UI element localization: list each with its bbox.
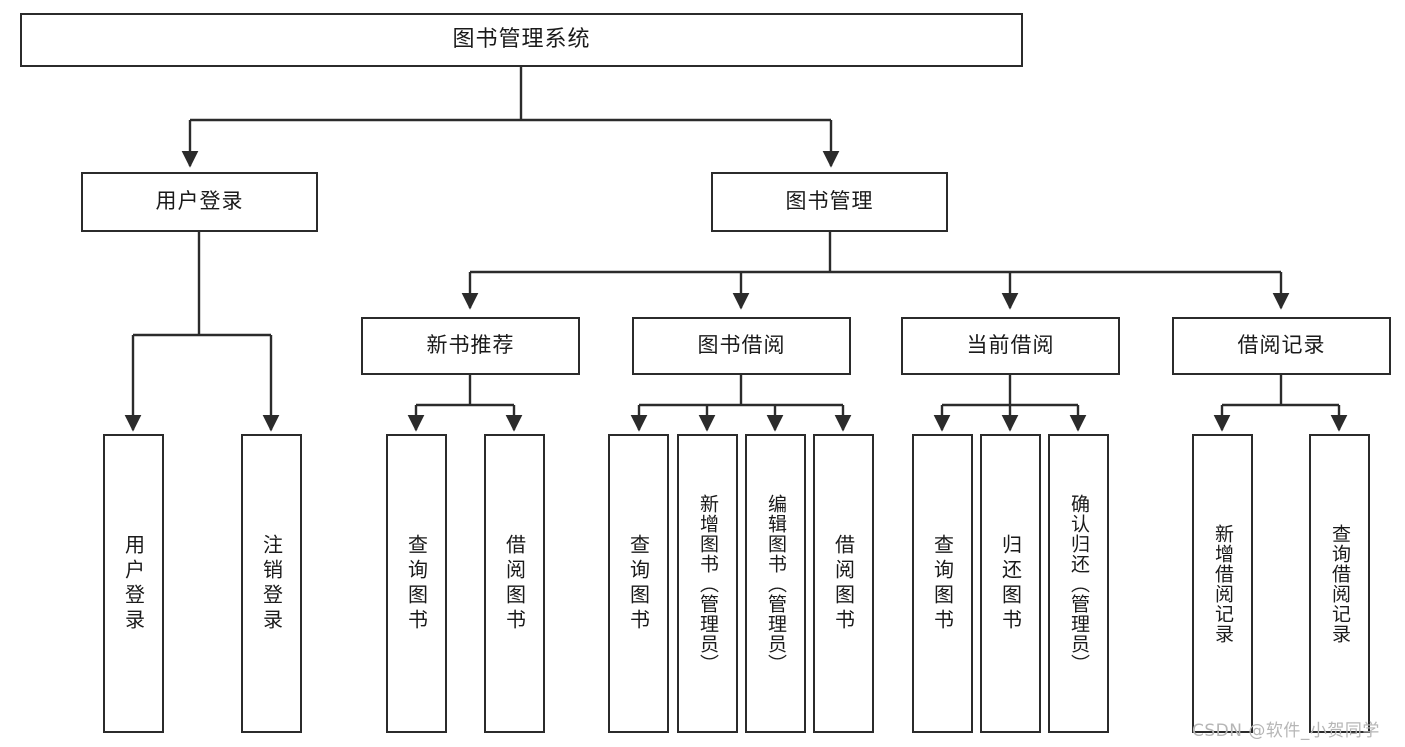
node-label: 用户登录 xyxy=(155,189,244,214)
leaf-book-borrow-borrow-book[interactable]: 借阅图书 xyxy=(813,434,874,733)
node-borrow-record[interactable]: 借阅记录 xyxy=(1172,317,1391,375)
leaf-borrow-record-add-record[interactable]: 新增借阅记录 xyxy=(1192,434,1253,733)
node-label: 图书管理 xyxy=(785,189,874,214)
csdn-watermark: CSDN @软件_小贺同学 xyxy=(1192,721,1380,741)
leaf-logout[interactable]: 注销登录 xyxy=(241,434,302,733)
leaf-borrow-record-query-record[interactable]: 查询借阅记录 xyxy=(1309,434,1370,733)
leaf-book-borrow-add-book-admin[interactable]: 新增图书（管理员） xyxy=(677,434,738,733)
node-book-management[interactable]: 图书管理 xyxy=(711,172,948,232)
node-label: 查询图书 xyxy=(930,533,955,634)
node-new-book-recommend[interactable]: 新书推荐 xyxy=(361,317,580,375)
leaf-user-login[interactable]: 用户登录 xyxy=(103,434,164,733)
leaf-book-borrow-edit-book-admin[interactable]: 编辑图书（管理员） xyxy=(745,434,806,733)
leaf-new-book-borrow-book[interactable]: 借阅图书 xyxy=(484,434,545,733)
leaf-current-borrow-query-book[interactable]: 查询图书 xyxy=(912,434,973,733)
node-label: 归还图书 xyxy=(998,533,1023,634)
node-label: 借阅图书 xyxy=(831,533,856,634)
node-label: 用户登录 xyxy=(121,533,146,634)
node-book-borrow[interactable]: 图书借阅 xyxy=(632,317,851,375)
node-label: 确认归还（管理员） xyxy=(1068,493,1090,674)
node-label: 查询借阅记录 xyxy=(1329,523,1351,644)
node-user-login[interactable]: 用户登录 xyxy=(81,172,318,232)
node-label: 查询图书 xyxy=(626,533,651,634)
node-label: 查询图书 xyxy=(404,533,429,634)
node-label: 图书借阅 xyxy=(697,333,786,358)
node-label: 借阅图书 xyxy=(502,533,527,634)
node-label: 新增图书（管理员） xyxy=(697,493,719,674)
node-label: 当前借阅 xyxy=(966,333,1055,358)
node-label: 编辑图书（管理员） xyxy=(765,493,787,674)
leaf-book-borrow-query-book[interactable]: 查询图书 xyxy=(608,434,669,733)
node-label: 注销登录 xyxy=(259,533,284,634)
node-label: 新书推荐 xyxy=(426,333,515,358)
node-label: 新增借阅记录 xyxy=(1212,523,1234,644)
leaf-current-borrow-confirm-return-admin[interactable]: 确认归还（管理员） xyxy=(1048,434,1109,733)
node-current-borrow[interactable]: 当前借阅 xyxy=(901,317,1120,375)
node-root-book-management-system[interactable]: 图书管理系统 xyxy=(20,13,1023,67)
leaf-current-borrow-return-book[interactable]: 归还图书 xyxy=(980,434,1041,733)
leaf-new-book-query-book[interactable]: 查询图书 xyxy=(386,434,447,733)
node-label: 图书管理系统 xyxy=(452,26,591,52)
node-label: 借阅记录 xyxy=(1237,333,1326,358)
